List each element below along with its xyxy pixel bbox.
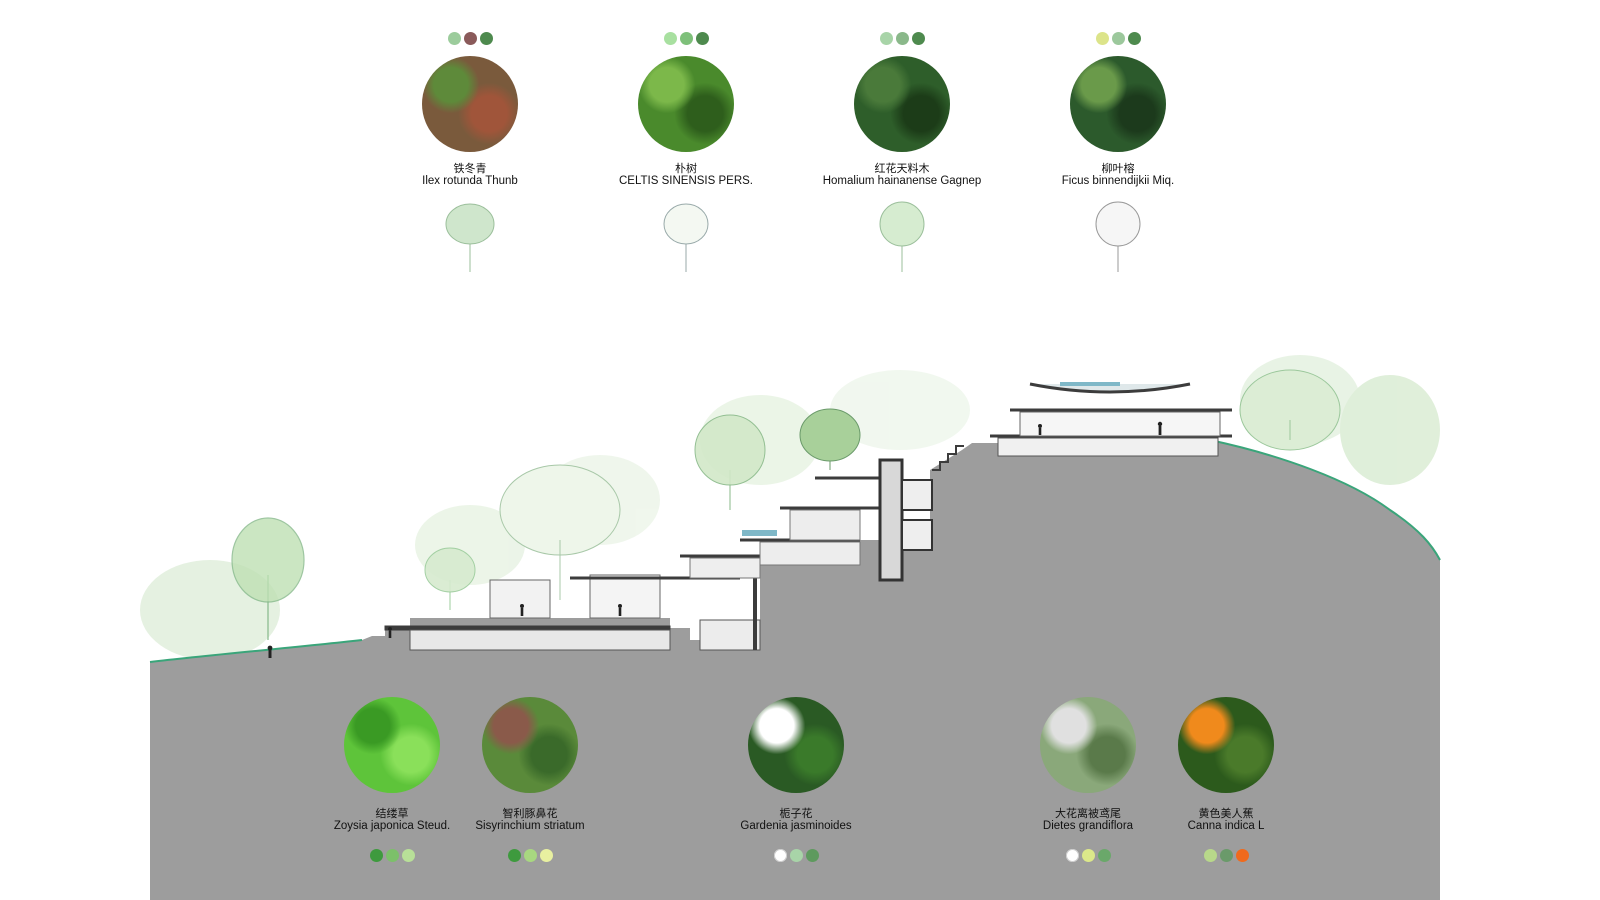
- lower-level-room: [409, 629, 671, 651]
- latin-name: Dietes grandiflora: [1042, 820, 1134, 832]
- color-swatch: [1065, 849, 1079, 862]
- chinese-name: 黄色美人蕉: [1198, 807, 1254, 820]
- color-swatches: [1028, 32, 1208, 48]
- ground-plant-card: 栀子花 Gardenia jasminoides: [706, 697, 886, 865]
- section-tree: [799, 408, 861, 470]
- section-tree: [694, 414, 766, 510]
- color-swatch: [679, 32, 693, 45]
- color-swatches: [998, 849, 1178, 865]
- latin-name: Ilex rotunda Thunb: [422, 175, 518, 187]
- section-tree: [424, 547, 476, 610]
- chinese-name: 朴树: [675, 162, 697, 175]
- color-swatch: [663, 32, 677, 45]
- ground-plant-card: 结缕草 Zoysia japonica Steud.: [302, 697, 482, 865]
- chinese-name: 红花天料木: [874, 162, 930, 175]
- color-swatches: [706, 849, 886, 865]
- chinese-name: 大花离被鸢尾: [1055, 807, 1121, 820]
- color-swatch: [1095, 32, 1109, 45]
- color-swatch: [507, 849, 521, 862]
- color-swatches: [1136, 849, 1316, 865]
- color-swatch: [385, 849, 399, 862]
- lower-level-slab: [384, 625, 671, 631]
- pavilion: [589, 574, 661, 619]
- color-swatch: [1111, 32, 1125, 45]
- section-tree: [231, 517, 305, 640]
- color-swatch: [895, 32, 909, 45]
- plant-photo: [1040, 697, 1136, 793]
- color-swatch: [911, 32, 925, 45]
- plant-photo: [422, 56, 518, 152]
- pool: [742, 530, 777, 536]
- color-swatch: [805, 849, 819, 862]
- color-swatches: [812, 32, 992, 48]
- color-swatch: [479, 32, 493, 45]
- ground-plant-card: 黄色美人蕉 Canna indica L: [1136, 697, 1316, 865]
- plant-photo: [344, 697, 440, 793]
- plant-photo: [748, 697, 844, 793]
- chinese-name: 铁冬青: [453, 162, 487, 175]
- latin-name: CELTIS SINENSIS PERS.: [619, 175, 753, 187]
- chinese-name: 柳叶榕: [1101, 162, 1135, 175]
- chinese-name: 智利豚鼻花: [502, 807, 558, 820]
- ground-plant-card: 智利豚鼻花 Sisyrinchium striatum: [440, 697, 620, 865]
- color-swatch: [1235, 849, 1249, 862]
- tree-elevation-sketch: [445, 203, 495, 272]
- plant-photo: [638, 56, 734, 152]
- color-swatch: [1127, 32, 1141, 45]
- color-swatch: [1081, 849, 1095, 862]
- color-swatches: [440, 849, 620, 865]
- color-swatch: [463, 32, 477, 45]
- color-swatches: [596, 32, 776, 48]
- section-tree: [1239, 369, 1341, 451]
- roof-pool: [1060, 382, 1120, 386]
- tree-card: 红花天料木 Homalium hainanense Gagnep: [812, 32, 992, 272]
- latin-name: Gardenia jasminoides: [740, 820, 852, 832]
- people: [267, 421, 1163, 658]
- color-swatch: [1219, 849, 1233, 862]
- latin-name: Zoysia japonica Steud.: [333, 820, 451, 832]
- color-swatch: [539, 849, 553, 862]
- ground-cut: [150, 440, 1440, 900]
- latin-name: Homalium hainanense Gagnep: [822, 175, 982, 187]
- tree-card: 铁冬青 Ilex rotunda Thunb: [380, 32, 560, 272]
- section-trees: [231, 369, 1341, 640]
- latin-name: Sisyrinchium striatum: [475, 820, 585, 832]
- chinese-name: 结缕草: [375, 807, 409, 820]
- section-tree: [499, 464, 621, 600]
- vertical-core: [878, 458, 904, 582]
- tree-elevation-sketch: [879, 201, 925, 272]
- plant-photo: [482, 697, 578, 793]
- plant-photo: [1178, 697, 1274, 793]
- color-swatch: [523, 849, 537, 862]
- tree-elevation-sketch: [663, 203, 709, 272]
- color-swatch: [695, 32, 709, 45]
- color-swatch: [369, 849, 383, 862]
- tree-card: 朴树 CELTIS SINENSIS PERS.: [596, 32, 776, 272]
- color-swatch: [879, 32, 893, 45]
- plant-photo: [854, 56, 950, 152]
- plant-photo: [1070, 56, 1166, 152]
- latin-name: Ficus binnendijkii Miq.: [1061, 175, 1175, 187]
- ground-plant-card: 大花离被鸢尾 Dietes grandiflora: [998, 697, 1178, 865]
- tree-elevation-sketch: [1095, 201, 1141, 272]
- upper-villa-room: [997, 437, 1219, 457]
- grass-line: [149, 639, 363, 663]
- color-swatch: [789, 849, 803, 862]
- tree-card: 柳叶榕 Ficus binnendijkii Miq.: [1028, 32, 1208, 272]
- chinese-name: 栀子花: [779, 807, 813, 820]
- stair: [932, 445, 964, 471]
- color-swatch: [773, 849, 787, 862]
- color-swatches: [302, 849, 482, 865]
- pavilion: [489, 579, 551, 619]
- color-swatch: [1097, 849, 1111, 862]
- building-section: [384, 382, 1232, 651]
- latin-name: Canna indica L: [1187, 820, 1265, 832]
- color-swatches: [380, 32, 560, 48]
- color-swatch: [401, 849, 415, 862]
- grass-line: [1209, 439, 1441, 561]
- color-swatch: [1203, 849, 1217, 862]
- color-swatch: [447, 32, 461, 45]
